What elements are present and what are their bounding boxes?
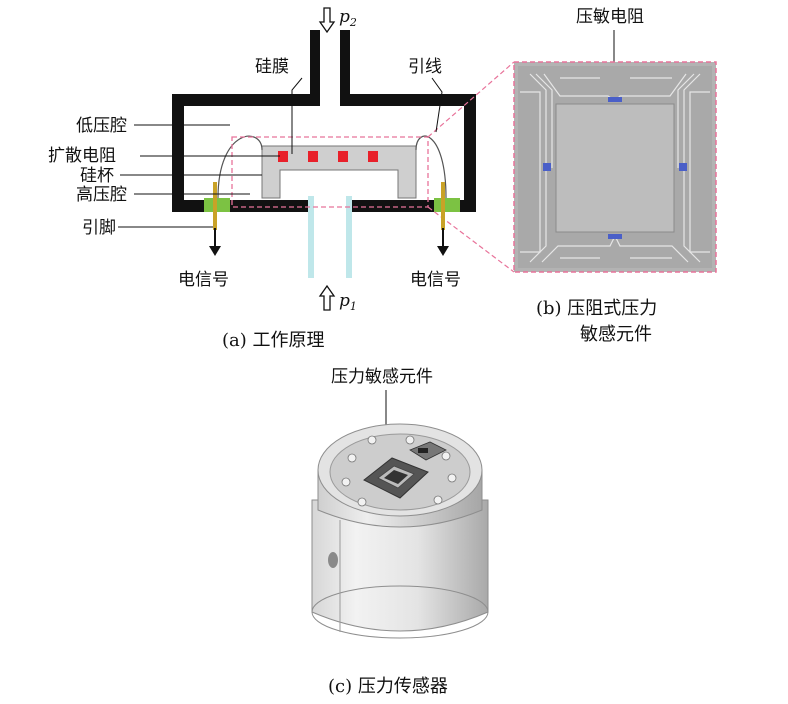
panel-a-working-principle: p2 xyxy=(48,7,515,351)
lead-wire-right xyxy=(415,135,447,199)
sensor-body xyxy=(311,499,489,632)
pin-right xyxy=(441,182,445,230)
label-diffused-resistor: 扩散电阻 xyxy=(48,146,116,166)
leader-silicon-membrane xyxy=(291,77,303,154)
signal-arrow-left-icon xyxy=(209,228,221,256)
piezoresistor-marks xyxy=(543,97,687,239)
p1-label: p1 xyxy=(339,291,357,313)
chip-membrane xyxy=(555,103,675,233)
label-signal-right: 电信号 xyxy=(410,270,461,290)
sensing-chip xyxy=(363,441,447,499)
pad-right xyxy=(434,198,460,212)
label-pin: 引脚 xyxy=(82,218,116,238)
label-pressure-sensing-element: 压力敏感元件 xyxy=(331,367,433,387)
p2-label: p2 xyxy=(339,7,357,29)
panel-c-pressure-sensor: 压力敏感元件 (c) 压力传感器 xyxy=(311,367,489,697)
lead-wire-left xyxy=(217,135,263,199)
panel-b-sensing-element: 压敏电阻 (b) 压阻 xyxy=(513,7,717,345)
top-face-holes xyxy=(341,435,457,507)
caption-c: (c) 压力传感器 xyxy=(328,676,448,697)
side-port xyxy=(328,552,338,568)
leader-lead-wire xyxy=(431,77,443,133)
label-piezoresistor: 压敏电阻 xyxy=(576,7,644,27)
label-silicon-membrane: 硅膜 xyxy=(255,57,289,77)
caption-a: (a) 工作原理 xyxy=(222,330,325,351)
caption-b-line2: 敏感元件 xyxy=(580,324,652,345)
label-lead-wire: 引线 xyxy=(408,57,442,77)
diffused-resistors xyxy=(278,151,378,162)
p2-arrow-icon xyxy=(318,7,336,34)
magnify-box xyxy=(231,136,429,208)
label-silicon-cup: 硅杯 xyxy=(80,166,114,186)
bottom-inlet-channel xyxy=(308,196,352,278)
label-signal-left: 电信号 xyxy=(178,270,229,290)
label-high-pressure-chamber: 高压腔 xyxy=(76,185,127,205)
signal-arrow-right-icon xyxy=(437,228,449,256)
label-low-pressure-chamber: 低压腔 xyxy=(76,116,127,136)
caption-b-line1: (b) 压阻式压力 xyxy=(536,298,657,319)
p1-arrow-icon xyxy=(318,284,336,311)
pin-left xyxy=(213,182,217,230)
